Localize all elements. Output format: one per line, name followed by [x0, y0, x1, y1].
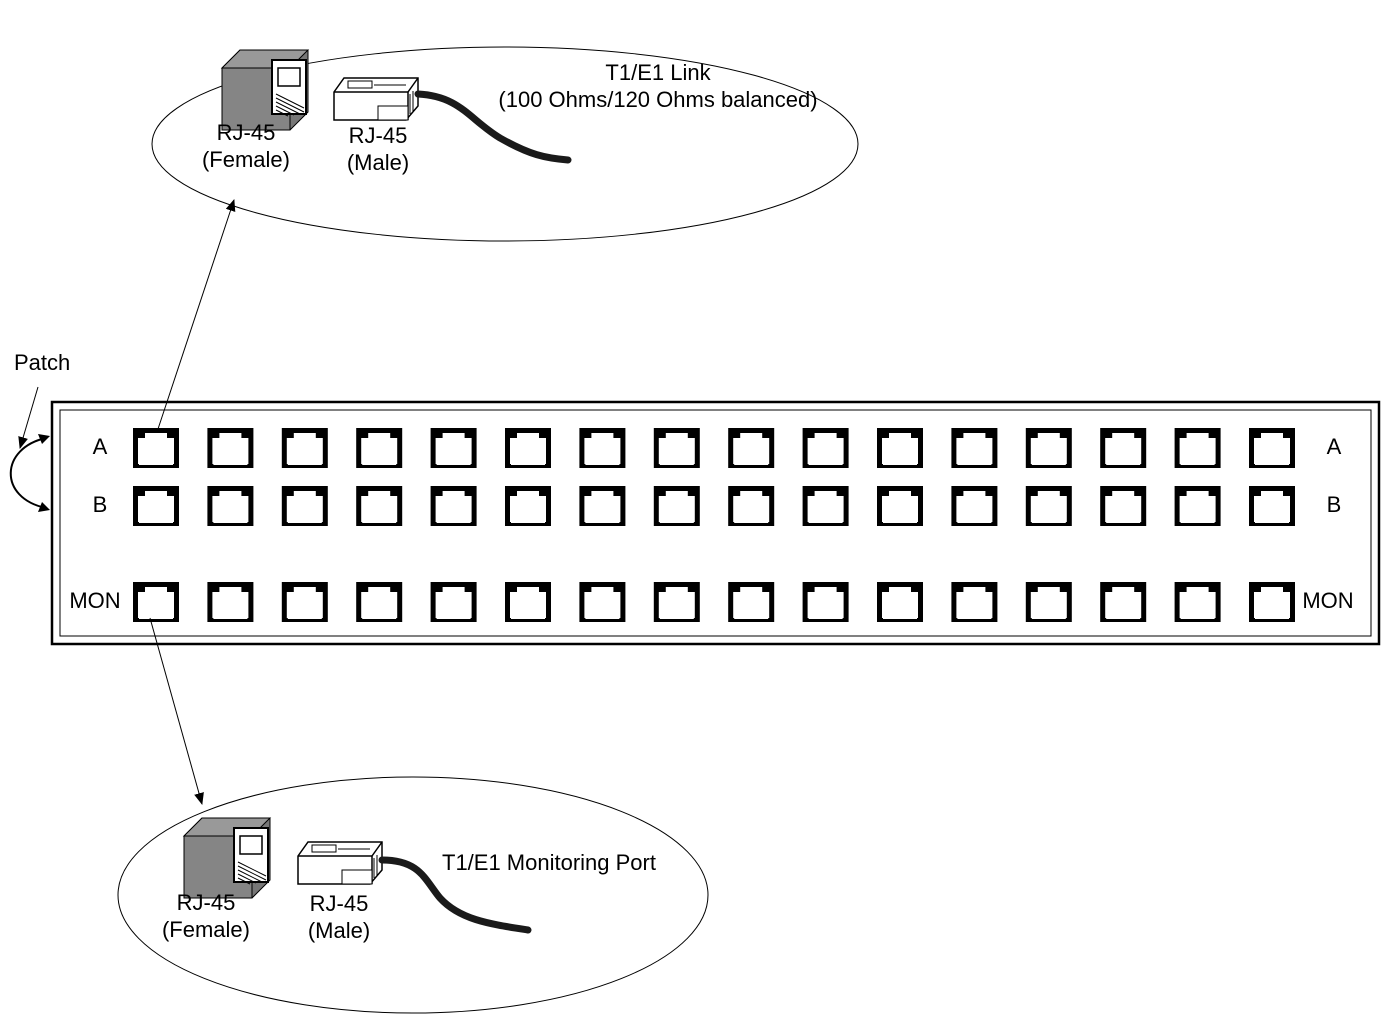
bottom-detail-callout: RJ-45 (Female) RJ-45 (Male) T1/E1 Monito… [117, 776, 709, 1014]
patch-loop-arrow [9, 437, 47, 509]
rj45-port-mon-10 [802, 582, 849, 622]
top-detail-callout: RJ-45 (Female) RJ-45 (Male) T1/E1 Link (… [151, 46, 859, 242]
rj45-port-mon-2 [207, 582, 254, 622]
bottom-female-label-2: (Female) [162, 917, 250, 942]
rj45-port-a-12 [951, 428, 998, 468]
bottom-male-label-2: (Male) [308, 918, 370, 943]
rj45-port-b-9 [728, 486, 775, 526]
rj45-port-b-10 [802, 486, 849, 526]
rj45-male-plug-icon [333, 77, 419, 121]
rj45-female-jack-icon [221, 49, 309, 131]
rj45-port-mon-6 [505, 582, 551, 622]
bottom-female-label-1: RJ-45 [177, 890, 236, 915]
rj45-port-b-2 [207, 486, 254, 526]
patch-panel [50, 400, 1381, 646]
row-label-a-left: A [93, 434, 108, 459]
rj45-port-b-6 [505, 486, 551, 526]
row-label-b-left: B [93, 492, 108, 517]
patch-pointer [18, 386, 39, 449]
rj45-port-a-14 [1100, 428, 1147, 468]
rj45-port-mon-13 [1025, 582, 1072, 622]
rj45-port-b-7 [579, 486, 626, 526]
rj45-port-mon-16 [1249, 582, 1295, 622]
rj45-port-mon-7 [579, 582, 626, 622]
rj45-port-mon-9 [728, 582, 775, 622]
cable-icon [378, 856, 532, 934]
monitoring-port-title: T1/E1 Monitoring Port [442, 850, 656, 875]
bottom-male-label-1: RJ-45 [310, 891, 369, 916]
rj45-port-b-5 [430, 486, 477, 526]
rj45-male-plug-icon [297, 841, 383, 885]
rj45-port-mon-3 [281, 582, 328, 622]
rj45-port-a-13 [1025, 428, 1072, 468]
rj45-port-a-9 [728, 428, 775, 468]
rj45-port-a-7 [579, 428, 626, 468]
top-male-label-1: RJ-45 [349, 123, 408, 148]
rj45-port-mon-4 [356, 582, 403, 622]
rj45-port-a-16 [1249, 428, 1295, 468]
top-detail-ellipse [151, 46, 859, 242]
rj45-port-a-10 [802, 428, 849, 468]
rj45-port-b-14 [1100, 486, 1147, 526]
rj45-port-a-8 [653, 428, 700, 468]
rj45-port-a-2 [207, 428, 254, 468]
rj45-port-a-5 [430, 428, 477, 468]
cable-icon [414, 90, 572, 164]
rj45-port-mon-5 [430, 582, 477, 622]
row-label-mon-left: MON [69, 588, 120, 613]
top-callout-arrow [156, 199, 236, 433]
rj45-port-a-3 [281, 428, 328, 468]
bottom-detail-ellipse [117, 776, 709, 1014]
rj45-port-b-4 [356, 486, 403, 526]
rj45-port-mon-15 [1174, 582, 1221, 622]
top-male-label-2: (Male) [347, 150, 409, 175]
link-title-1: T1/E1 Link [605, 60, 711, 85]
rj45-port-b-1 [133, 486, 179, 526]
rj45-port-b-12 [951, 486, 998, 526]
row-label-b-right: B [1327, 492, 1342, 517]
rj45-female-jack-icon [183, 817, 271, 899]
top-female-label-1: RJ-45 [217, 120, 276, 145]
top-female-label-2: (Female) [202, 147, 290, 172]
rj45-port-b-3 [281, 486, 328, 526]
rj45-port-mon-14 [1100, 582, 1147, 622]
rj45-port-mon-11 [877, 582, 923, 622]
rj45-port-mon-1 [133, 582, 179, 622]
rj45-port-b-13 [1025, 486, 1072, 526]
rj45-port-mon-12 [951, 582, 998, 622]
rj45-port-b-8 [653, 486, 700, 526]
rj45-port-a-11 [877, 428, 923, 468]
rj45-port-b-11 [877, 486, 923, 526]
rj45-port-a-4 [356, 428, 403, 468]
rj45-port-b-15 [1174, 486, 1221, 526]
patch-arrowhead-top [38, 434, 50, 444]
row-label-a-right: A [1327, 434, 1342, 459]
bottom-callout-arrow [149, 617, 204, 805]
row-label-mon-right: MON [1302, 588, 1353, 613]
rj45-port-b-16 [1249, 486, 1295, 526]
rj45-port-mon-8 [653, 582, 700, 622]
link-title-2: (100 Ohms/120 Ohms balanced) [498, 87, 817, 112]
rj45-port-a-15 [1174, 428, 1221, 468]
rj45-port-a-1 [133, 428, 179, 468]
patch-arrowhead-bottom [38, 502, 50, 512]
patch-label: Patch [14, 350, 70, 375]
rj45-port-a-6 [505, 428, 551, 468]
